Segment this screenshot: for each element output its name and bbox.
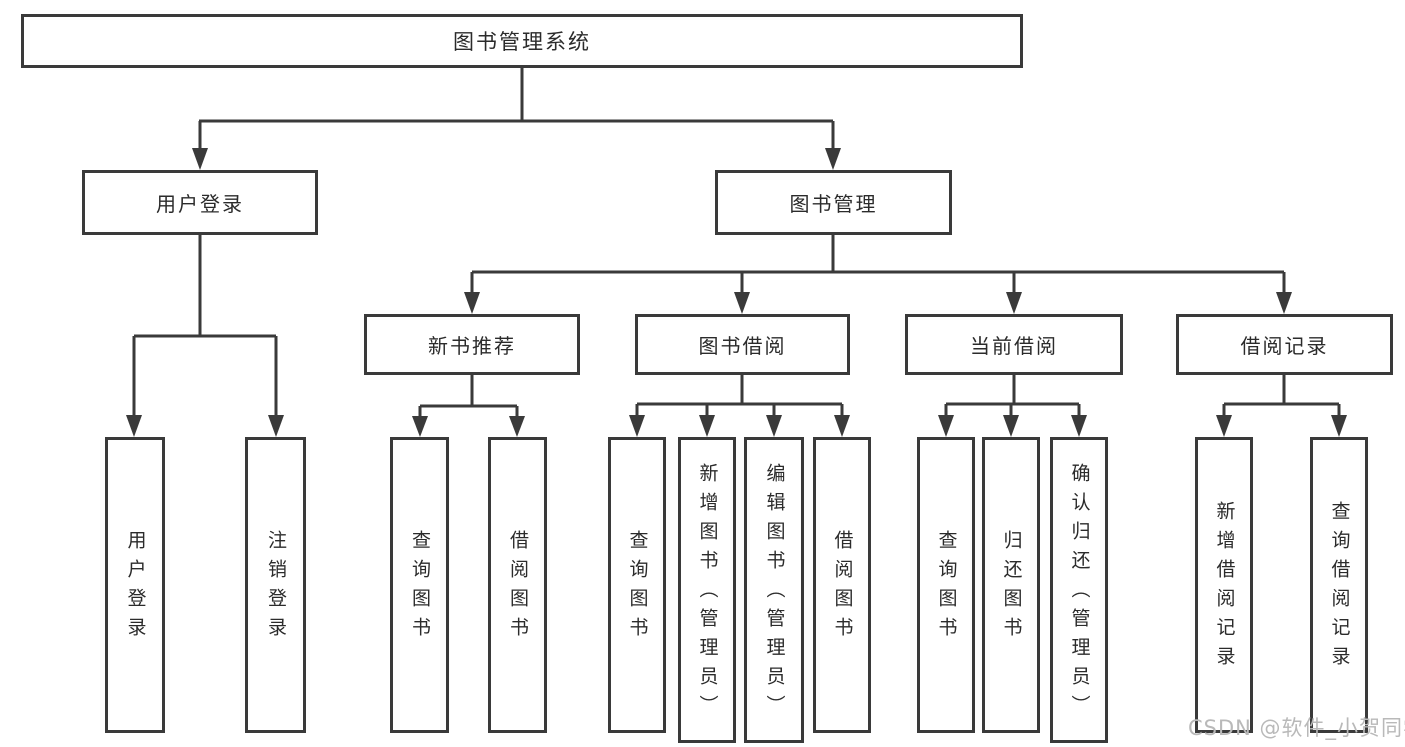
node-book-borrow: 图书借阅	[635, 314, 850, 375]
leaf-query-books-borrow: 查询图书	[608, 437, 666, 733]
leaf-edit-book-admin: 编辑图书（管理员）	[744, 437, 804, 743]
leaf-add-book-admin: 新增图书（管理员）	[678, 437, 736, 743]
node-library-system: 图书管理系统	[21, 14, 1023, 68]
leaf-query-books-recommend: 查询图书	[390, 437, 449, 733]
leaf-logout: 注销登录	[245, 437, 306, 733]
leaf-query-books-current: 查询图书	[917, 437, 975, 733]
connector-book-management	[464, 230, 1292, 314]
node-borrow-records: 借阅记录	[1176, 314, 1393, 375]
leaf-user-login: 用户登录	[105, 437, 165, 733]
leaf-query-borrow-record: 查询借阅记录	[1310, 437, 1368, 733]
leaf-return-book: 归还图书	[982, 437, 1040, 733]
connector-current-borrow	[938, 371, 1087, 437]
csdn-watermark: CSDN @软件_小贺同学	[1188, 716, 1405, 740]
connector-book-borrow	[629, 371, 850, 437]
node-book-management: 图书管理	[715, 170, 952, 235]
connector-borrow-records	[1216, 371, 1347, 437]
leaf-borrow-books-recommend: 借阅图书	[488, 437, 547, 733]
node-new-book-recommend: 新书推荐	[364, 314, 580, 375]
connector-user-login	[126, 230, 284, 437]
leaf-confirm-return-admin: 确认归还（管理员）	[1050, 437, 1108, 743]
leaf-borrow-books: 借阅图书	[813, 437, 871, 733]
leaf-add-borrow-record: 新增借阅记录	[1195, 437, 1253, 733]
connector-root	[192, 64, 841, 170]
node-current-borrow: 当前借阅	[905, 314, 1123, 375]
node-user-login: 用户登录	[82, 170, 318, 235]
connector-new-book-recommend	[412, 371, 525, 437]
